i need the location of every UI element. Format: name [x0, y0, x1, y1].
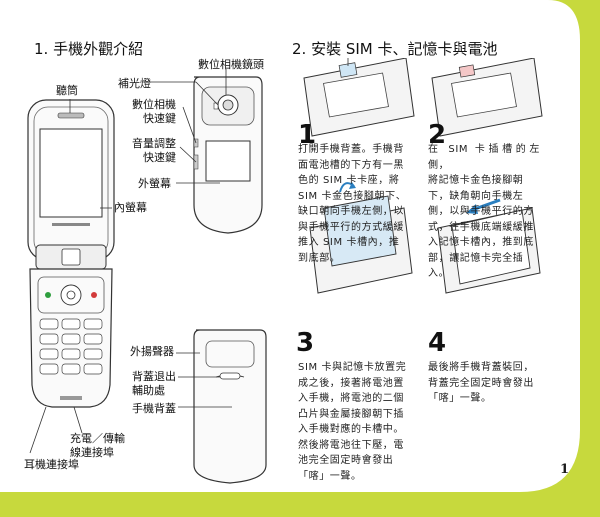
closed-phone-front-illustration	[193, 76, 263, 234]
label-headset-port: 耳機連接埠	[24, 458, 79, 471]
page-number: 1	[560, 462, 570, 477]
label-fill-light: 補光燈	[118, 77, 151, 90]
step4-number: 4	[428, 328, 447, 358]
step1-text: 打開手機背蓋。手機背 面電池槽的下方有一黑 色的 SIM 卡卡座，將 SIM 卡…	[298, 144, 407, 264]
step4-illustration	[437, 198, 541, 294]
step1-illustration	[303, 58, 415, 137]
label-camera-key: 數位相機 快速鍵	[132, 98, 176, 125]
label-camera-lens: 數位相機鏡頭	[198, 58, 264, 71]
step3-number: 3	[296, 328, 315, 358]
label-inner-screen: 內螢幕	[114, 201, 147, 214]
step2-text: 在 SIM 卡插槽的左側， 將記憶卡金色接腳朝 下，缺角朝向手機左 側，以與手機…	[428, 144, 540, 279]
step2-number: 2	[428, 120, 447, 150]
label-earpiece: 聽筒	[56, 84, 78, 97]
label-back-cover: 手機背蓋	[132, 402, 176, 415]
step3-text: SIM 卡與記憶卡放置完 成之後，接著將電池置 入手機，將電池的二個 凸片與金屬…	[298, 362, 407, 482]
label-outer-screen: 外螢幕	[138, 177, 171, 190]
label-speaker: 外揚聲器	[130, 345, 174, 358]
phone-diagram	[27, 69, 267, 484]
step3-illustration	[309, 182, 413, 294]
section1-title: 1. 手機外觀介紹	[34, 40, 144, 58]
open-phone-illustration	[27, 99, 115, 408]
step1-number: 1	[298, 120, 317, 150]
step2-illustration	[431, 58, 543, 137]
steps-illustrations	[303, 58, 543, 294]
label-charge-port: 充電／傳輸 線連接埠	[70, 432, 125, 459]
closed-phone-back-illustration	[193, 329, 267, 484]
label-volume-key: 音量調整 快速鍵	[132, 137, 176, 164]
section2-title: 2. 安裝 SIM 卡、記憶卡與電池	[292, 40, 498, 58]
label-cover-release: 背蓋退出 輔助處	[132, 370, 176, 397]
step4-text: 最後將手機背蓋裝回， 背蓋完全固定時會發出 「喀」一聲。	[428, 362, 534, 404]
